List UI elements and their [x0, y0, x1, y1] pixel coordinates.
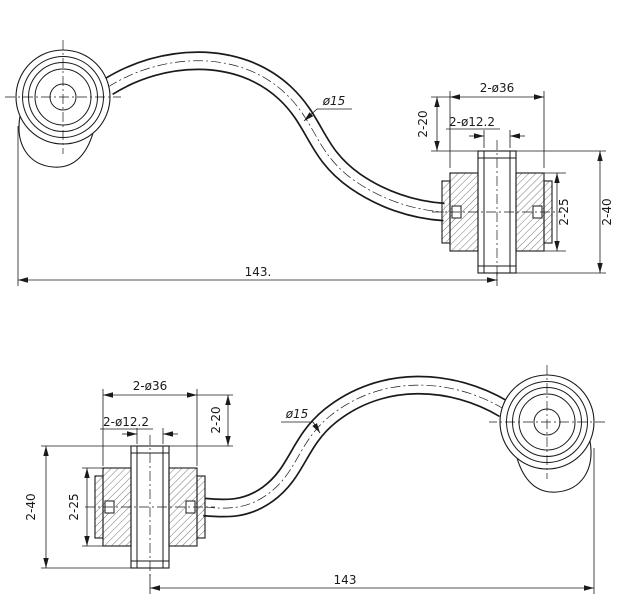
bottom-view: 2-ø36 2-ø12.2 2-20 ø15 2-25 2-40 143 — [24, 364, 606, 594]
dimension-lines — [41, 389, 595, 594]
dim-bottom-length: 143 — [334, 573, 357, 587]
top-view: 2-ø36 2-ø12.2 2-20 ø15 2-25 2-40 143. — [4, 39, 614, 286]
dim-bottom-bushing-od: 2-ø36 — [133, 379, 168, 393]
dim-bottom-inner-width: 2-25 — [67, 493, 81, 520]
dim-top-bore: 2-ø12.2 — [449, 115, 495, 129]
dim-top-outer-width: 2-40 — [600, 198, 614, 225]
rod — [203, 375, 509, 518]
rod — [102, 51, 445, 222]
dim-bottom-bore: 2-ø12.2 — [103, 415, 149, 429]
dim-bottom-rod-diameter: ø15 — [285, 407, 309, 421]
dim-top-bushing-od: 2-ø36 — [480, 81, 515, 95]
dim-top-inner-width: 2-25 — [557, 198, 571, 225]
dim-bottom-outer-width: 2-40 — [24, 493, 38, 520]
dim-bottom-offset: 2-20 — [209, 406, 223, 433]
dim-top-rod-diameter: ø15 — [322, 94, 346, 108]
dim-top-offset: 2-20 — [416, 110, 430, 137]
dimension-lines — [17, 91, 606, 286]
dim-top-length: 143. — [245, 265, 272, 279]
